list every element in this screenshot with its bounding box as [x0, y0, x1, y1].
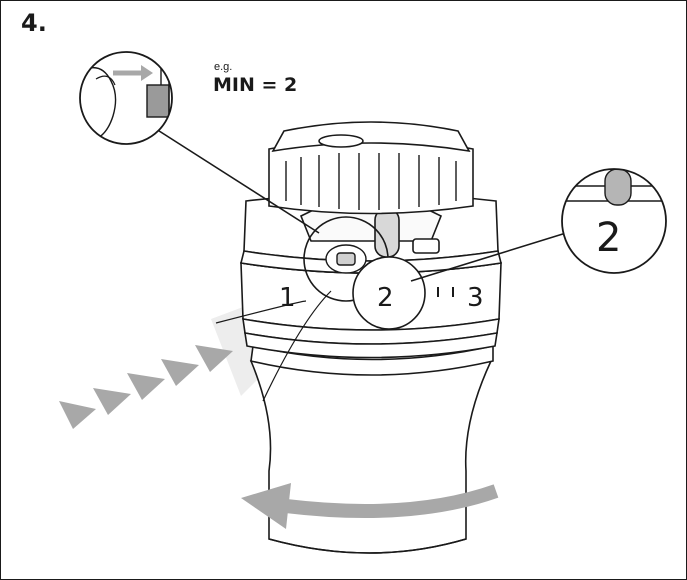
magnifier-left [79, 51, 173, 145]
motion-arrows [59, 345, 233, 429]
magnifier-right [561, 168, 667, 274]
lock-slider [325, 244, 367, 274]
dial-label-1: 1 [279, 283, 296, 313]
magnified-dial-value: 2 [596, 215, 621, 261]
step-number: 4. [21, 9, 47, 37]
dial-label-3: 3 [467, 283, 484, 313]
callout-lines [155, 128, 567, 282]
example-prefix: e.g. [214, 61, 233, 73]
dial-ring [240, 262, 502, 359]
min-setting-label: MIN = 2 [213, 74, 298, 96]
valve-cap [268, 121, 474, 215]
rotation-arrow [241, 483, 499, 529]
dial-label-2-overlay: 2 [377, 283, 394, 313]
valve-sleeve [249, 345, 494, 554]
zoom-source-circle-dial [352, 256, 426, 330]
